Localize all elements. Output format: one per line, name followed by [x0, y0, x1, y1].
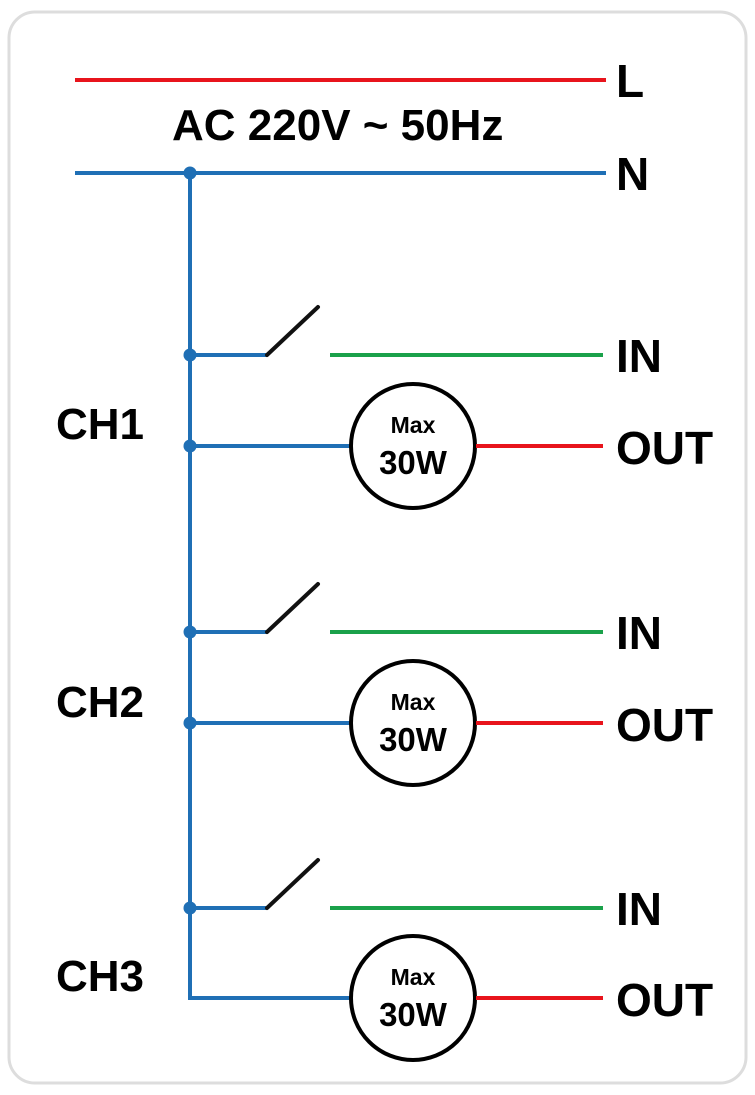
- live-label: L: [616, 55, 644, 107]
- channel-label: CH2: [56, 678, 144, 727]
- out-label: OUT: [616, 974, 713, 1026]
- lamp-max-label: Max: [391, 689, 436, 715]
- lamp-watt-label: 30W: [379, 721, 448, 758]
- neutral-label: N: [616, 148, 649, 200]
- load-circle-icon: [349, 382, 477, 510]
- channel-1: IN CH1 Max 30W OUT: [56, 305, 713, 510]
- channel-label: CH3: [56, 952, 144, 1001]
- diagram-frame: [7, 10, 748, 1085]
- open-switch-icon: [265, 858, 320, 910]
- out-label: OUT: [616, 699, 713, 751]
- channel-label: CH1: [56, 400, 144, 449]
- channel-3: IN CH3 Max 30W OUT: [56, 858, 713, 1062]
- open-switch-icon: [265, 305, 320, 357]
- out-label: OUT: [616, 422, 713, 474]
- open-switch-icon: [265, 582, 320, 634]
- load-circle-icon: [349, 659, 477, 787]
- in-label: IN: [616, 607, 662, 659]
- neutral-junction-dot: [183, 166, 197, 180]
- lamp-max-label: Max: [391, 964, 436, 990]
- channel-2: IN CH2 Max 30W OUT: [56, 582, 713, 787]
- lamp-max-label: Max: [391, 412, 436, 438]
- in-label: IN: [616, 330, 662, 382]
- lamp-watt-label: 30W: [379, 996, 448, 1033]
- in-label: IN: [616, 883, 662, 935]
- voltage-label: AC 220V ~ 50Hz: [172, 101, 503, 150]
- lamp-watt-label: 30W: [379, 444, 448, 481]
- load-circle-icon: [349, 934, 477, 1062]
